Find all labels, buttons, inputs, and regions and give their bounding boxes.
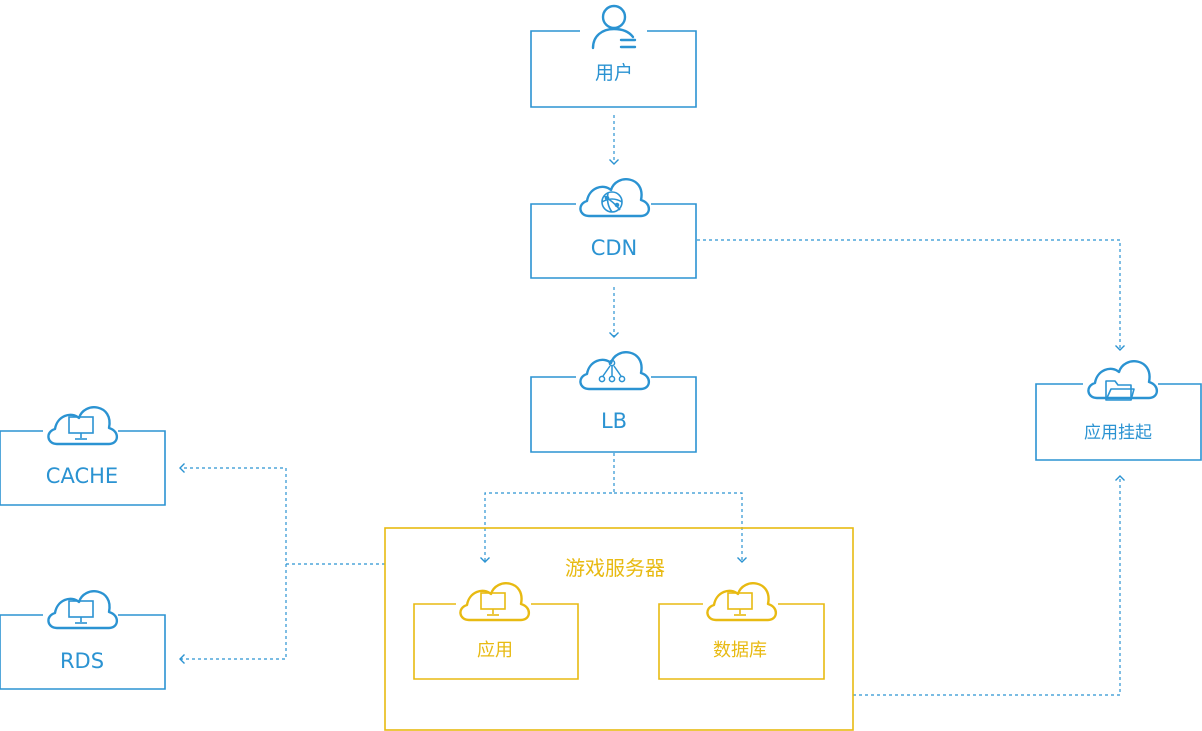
node-rds: RDS	[0, 590, 166, 690]
node-cache: CACHE	[0, 406, 166, 506]
node-cache-box	[0, 430, 166, 506]
arrow-server-to-suspend	[853, 475, 1125, 696]
cloud-outline	[47, 590, 119, 630]
cloud-outline	[579, 351, 651, 391]
folder-cloud-icon	[1105, 380, 1135, 401]
monitor-cloud-icon	[68, 416, 94, 440]
node-lb-box	[530, 376, 697, 453]
node-rds-box	[0, 614, 166, 690]
node-cache-label: CACHE	[46, 464, 118, 488]
node-app: 应用	[413, 582, 579, 680]
node-database: 数据库	[658, 582, 825, 680]
node-suspend-label: 应用挂起	[1084, 423, 1152, 443]
monitor-cloud-icon	[480, 592, 506, 616]
node-app-label: 应用	[477, 640, 513, 661]
arrow-server-to-rds	[179, 564, 287, 664]
cloud-outline	[47, 406, 119, 446]
node-lb-label: LB	[601, 409, 627, 433]
node-suspend: 应用挂起	[1035, 360, 1202, 461]
node-user-box	[530, 30, 697, 108]
cloud-outline	[1087, 360, 1159, 400]
node-user-label: 用户	[595, 62, 633, 84]
network-cloud-icon	[598, 359, 626, 383]
arrow-lb-to-database	[614, 492, 747, 563]
connectors	[179, 115, 1125, 696]
cloud-outline	[579, 178, 651, 218]
arrow-server-to-cache	[179, 463, 385, 565]
arrow-cdn-to-suspend	[697, 239, 1125, 351]
arrow-lb-to-app	[480, 453, 615, 563]
monitor-cloud-icon	[727, 592, 753, 616]
node-cdn-label: CDN	[591, 236, 638, 260]
cloud-outline	[459, 582, 531, 622]
node-user: 用户	[530, 4, 697, 108]
node-app-box	[413, 603, 579, 680]
cloud-outline	[706, 582, 778, 622]
user-icon	[591, 4, 637, 50]
node-database-label: 数据库	[713, 640, 767, 661]
node-lb: LB	[530, 351, 697, 453]
node-database-box	[658, 603, 825, 680]
node-cdn-box	[530, 203, 697, 279]
node-suspend-box	[1035, 383, 1202, 461]
node-cdn: CDN	[530, 178, 697, 279]
game-server-label: 游戏服务器	[565, 556, 665, 580]
node-rds-label: RDS	[60, 649, 104, 673]
game-server-group: 游戏服务器 应用 数据库	[384, 527, 854, 731]
globe-cloud-icon	[601, 191, 623, 213]
game-server-box	[384, 527, 854, 731]
monitor-cloud-icon	[68, 600, 94, 624]
